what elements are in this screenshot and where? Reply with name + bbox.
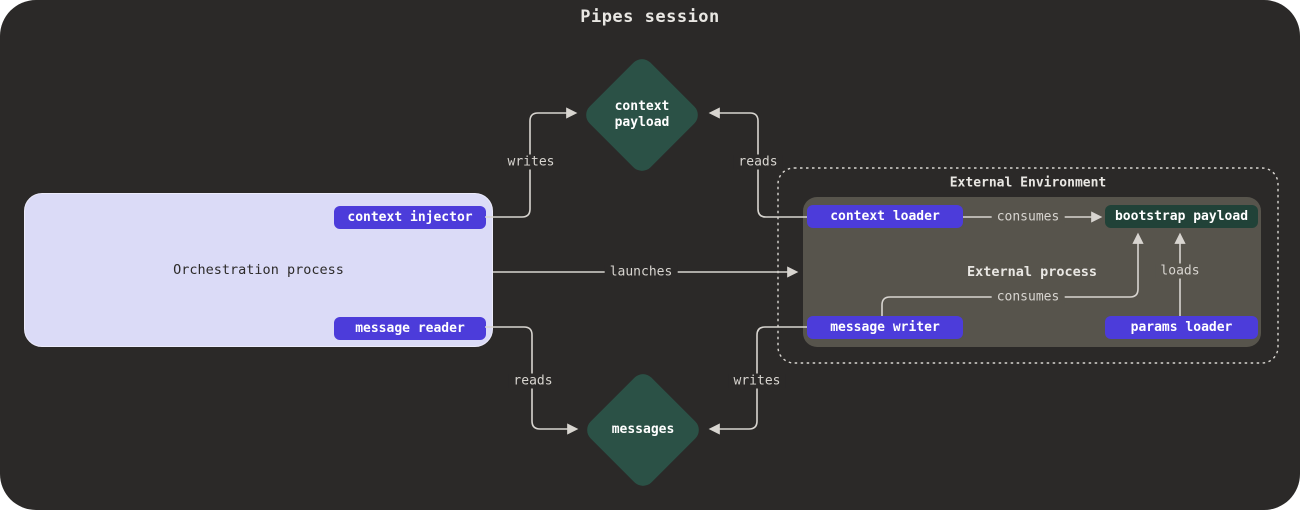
edge-label-writes-top: writes xyxy=(502,154,560,170)
node-messages: messages xyxy=(582,369,704,491)
context-payload-label: context payload xyxy=(614,98,670,130)
edge-label-loads: loads xyxy=(1155,263,1205,279)
node-message-writer: message writer xyxy=(807,316,963,339)
edge-label-reads-top: reads xyxy=(733,154,783,170)
edge-label-writes-bottom: writes xyxy=(728,373,786,389)
context-loader-label: context loader xyxy=(830,209,940,224)
external-environment-title: External Environment xyxy=(949,175,1107,191)
edge-label-launches: launches xyxy=(604,264,678,280)
node-context-loader: context loader xyxy=(807,205,963,228)
node-bootstrap-payload: bootstrap payload xyxy=(1105,205,1258,228)
message-writer-label: message writer xyxy=(830,320,940,335)
edge-label-consumes-top: consumes xyxy=(991,209,1065,225)
params-loader-label: params loader xyxy=(1130,320,1233,335)
node-params-loader: params loader xyxy=(1105,316,1258,339)
external-process-label: External process xyxy=(966,264,1098,280)
message-reader-label: message reader xyxy=(355,321,465,336)
node-context-injector: context injector xyxy=(334,206,486,229)
node-context-payload: context payload xyxy=(581,54,703,176)
context-injector-label: context injector xyxy=(347,210,473,225)
node-orchestration-process: Orchestration process context injector m… xyxy=(24,193,493,347)
node-message-reader: message reader xyxy=(334,317,486,340)
bootstrap-payload-label: bootstrap payload xyxy=(1114,209,1249,224)
messages-label: messages xyxy=(611,421,675,437)
orchestration-process-label: Orchestration process xyxy=(173,262,344,278)
edge-label-reads-bottom: reads xyxy=(508,373,558,389)
edge-label-consumes-bottom: consumes xyxy=(991,289,1065,305)
diagram-title: Pipes session xyxy=(580,7,720,27)
